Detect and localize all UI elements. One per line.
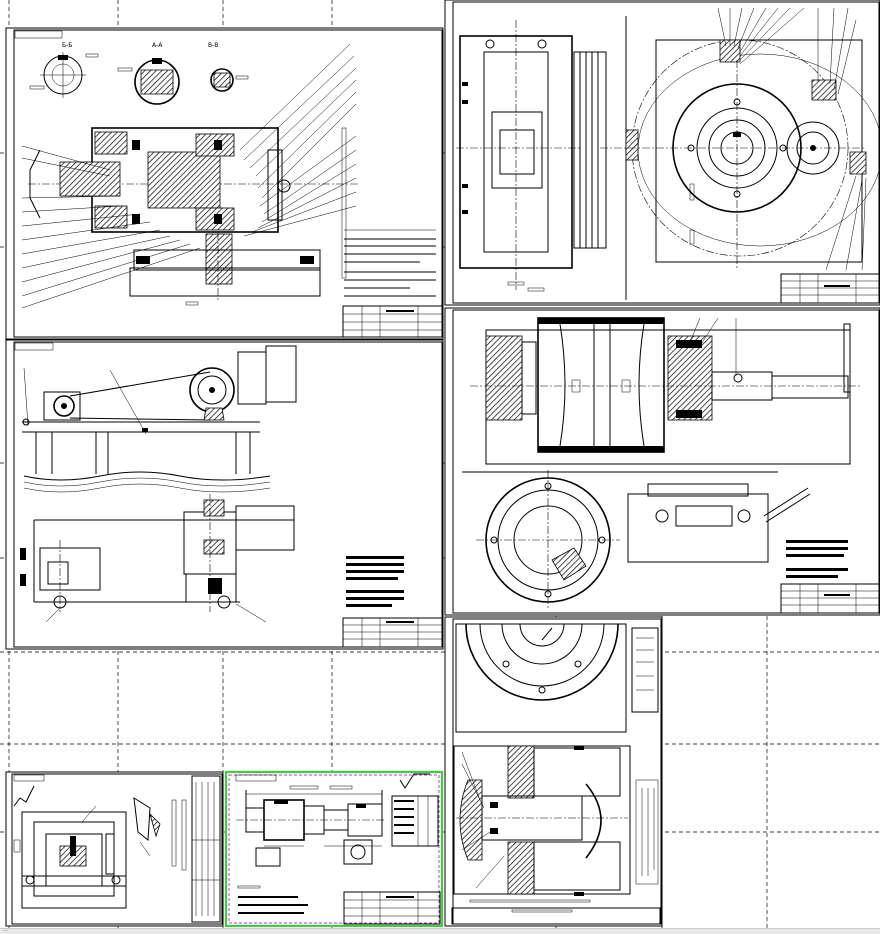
- shaft-title-block: [343, 891, 441, 925]
- drum-leader-lines: [717, 7, 867, 271]
- sheet-hub-detail[interactable]: [444, 616, 663, 927]
- drum-title-block: [780, 273, 880, 304]
- svg-text:А-А: А-А: [152, 42, 163, 49]
- drum-longitudinal-section: [470, 317, 860, 465]
- drum-end-view: [462, 470, 848, 610]
- selection-highlight: [224, 770, 444, 928]
- drive-plan-view: [20, 494, 295, 623]
- roughness-symbol: [399, 773, 430, 789]
- hub-top-view: [455, 623, 659, 733]
- selection-marquee: [228, 774, 440, 924]
- drum-front-view: [600, 16, 880, 300]
- section-b-b-view: Б-Б: [29, 42, 99, 98]
- gearbox-leader-lines: [21, 43, 357, 309]
- gearbox-title-block: [342, 305, 443, 338]
- svg-text:В-В: В-В: [208, 42, 218, 49]
- drum-side-view: [456, 20, 607, 292]
- hub-section-view: [453, 745, 631, 903]
- bracket-notes: [171, 775, 221, 923]
- gearbox-main-section: [28, 127, 360, 306]
- section-a-a-view: А-А: [117, 42, 180, 105]
- status-bar: ⋯: [0, 928, 880, 934]
- sheet-bracket-detail[interactable]: [5, 771, 224, 927]
- drum-section-title-block: [780, 583, 880, 614]
- sheet-shaft-detail[interactable]: [224, 770, 444, 928]
- drive-notes-block: [346, 556, 404, 607]
- sheet-drive-general-view[interactable]: [5, 339, 444, 650]
- sheet-drum-assembly-top[interactable]: [444, 0, 880, 306]
- sheet-gearbox-assembly[interactable]: Б-Б А-А В-В: [5, 27, 444, 340]
- section-v-v-view: В-В: [208, 42, 249, 92]
- bracket-drawing: [13, 797, 161, 909]
- sheet-drum-section[interactable]: [444, 307, 880, 616]
- drive-side-elevation: [22, 345, 297, 493]
- status-indicator: ⋯: [3, 928, 8, 934]
- svg-text:Б-Б: Б-Б: [62, 42, 72, 49]
- shaft-drawing: [236, 785, 384, 867]
- hub-notes-and-stamp: [451, 779, 661, 925]
- shaft-spec-table: [391, 795, 439, 847]
- drive-title-block: [342, 617, 443, 648]
- shaft-notes: [237, 885, 308, 914]
- gearbox-notes-block: [344, 229, 436, 297]
